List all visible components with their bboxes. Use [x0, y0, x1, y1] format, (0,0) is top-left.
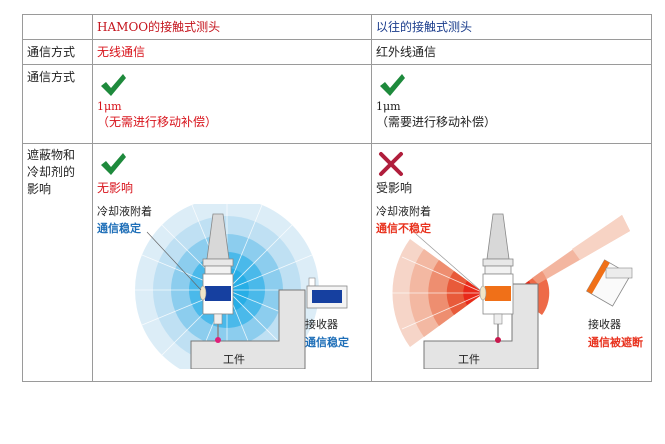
conventional-obstruction-result: 受影响: [376, 181, 413, 195]
hamoo-receiver-status: 通信稳定: [305, 336, 350, 349]
row-label-line: 遮蔽物和: [27, 148, 76, 162]
row-label: 遮蔽物和 冷却剂的 影响: [21, 143, 94, 382]
row-label-line: 影响: [27, 182, 52, 196]
hamoo-receiver-label: 接收器: [305, 318, 339, 331]
hamoo-diagram: 冷却液附着 通信稳定 接收器 通信稳定 工件: [97, 198, 367, 382]
hamoo-coolant-status: 通信稳定: [97, 222, 142, 235]
conventional-accuracy-note: （需要进行移动补偿）: [376, 115, 497, 129]
hamoo-coolant-label: 冷却液附着: [97, 205, 153, 218]
check-icon: [380, 74, 406, 96]
conventional-communication: 红外线通信: [371, 39, 652, 65]
table-row: 通信方式 1μm （无需进行移动补偿） 1μm （需要进行移动补偿）: [21, 64, 652, 144]
cross-icon: [379, 152, 404, 176]
conventional-coolant-label: 冷却液附着: [376, 205, 432, 218]
conventional-obstruction-cell: 受影响: [371, 143, 652, 382]
conventional-coolant-status: 通信不稳定: [376, 222, 432, 235]
hamoo-obstruction-cell: 无影响: [92, 143, 373, 382]
header-hamoo: HAMOO的接触式测头: [92, 14, 373, 40]
conventional-diagram: 冷却液附着 通信不稳定 接收器 通信被遮断 工件: [376, 204, 646, 370]
conventional-receiver-label: 接收器: [588, 318, 622, 331]
comparison-table: HAMOO的接触式测头 以往的接触式测头 通信方式 无线通信 红外线通信 通信方…: [21, 14, 652, 382]
hamoo-accuracy-note: （无需进行移动补偿）: [97, 115, 218, 129]
hamoo-accuracy-value: 1μm: [97, 100, 122, 113]
hamoo-communication: 无线通信: [92, 39, 373, 65]
table-row: 通信方式 无线通信 红外线通信: [21, 39, 652, 65]
header-corner: [21, 14, 94, 40]
row-label: 通信方式: [21, 64, 94, 144]
table-row: 遮蔽物和 冷却剂的 影响 无影响: [21, 143, 652, 382]
check-icon: [101, 74, 127, 96]
hamoo-signal-diagram: [135, 198, 348, 382]
header-conventional: 以往的接触式测头: [371, 14, 652, 40]
conventional-accuracy-value: 1μm: [376, 100, 401, 113]
hamoo-accuracy-cell: 1μm （无需进行移动补偿）: [92, 64, 373, 144]
conventional-workpiece-label: 工件: [458, 353, 481, 366]
row-label-line: 冷却剂的: [27, 165, 76, 179]
conventional-accuracy-cell: 1μm （需要进行移动补偿）: [371, 64, 652, 144]
hamoo-workpiece-label: 工件: [223, 353, 246, 366]
conventional-receiver-status: 通信被遮断: [588, 336, 644, 349]
conventional-signal-diagram: [392, 213, 633, 370]
check-icon: [101, 153, 127, 175]
table-header-row: HAMOO的接触式测头 以往的接触式测头: [21, 14, 652, 40]
hamoo-obstruction-result: 无影响: [97, 181, 134, 195]
row-label: 通信方式: [21, 39, 94, 65]
